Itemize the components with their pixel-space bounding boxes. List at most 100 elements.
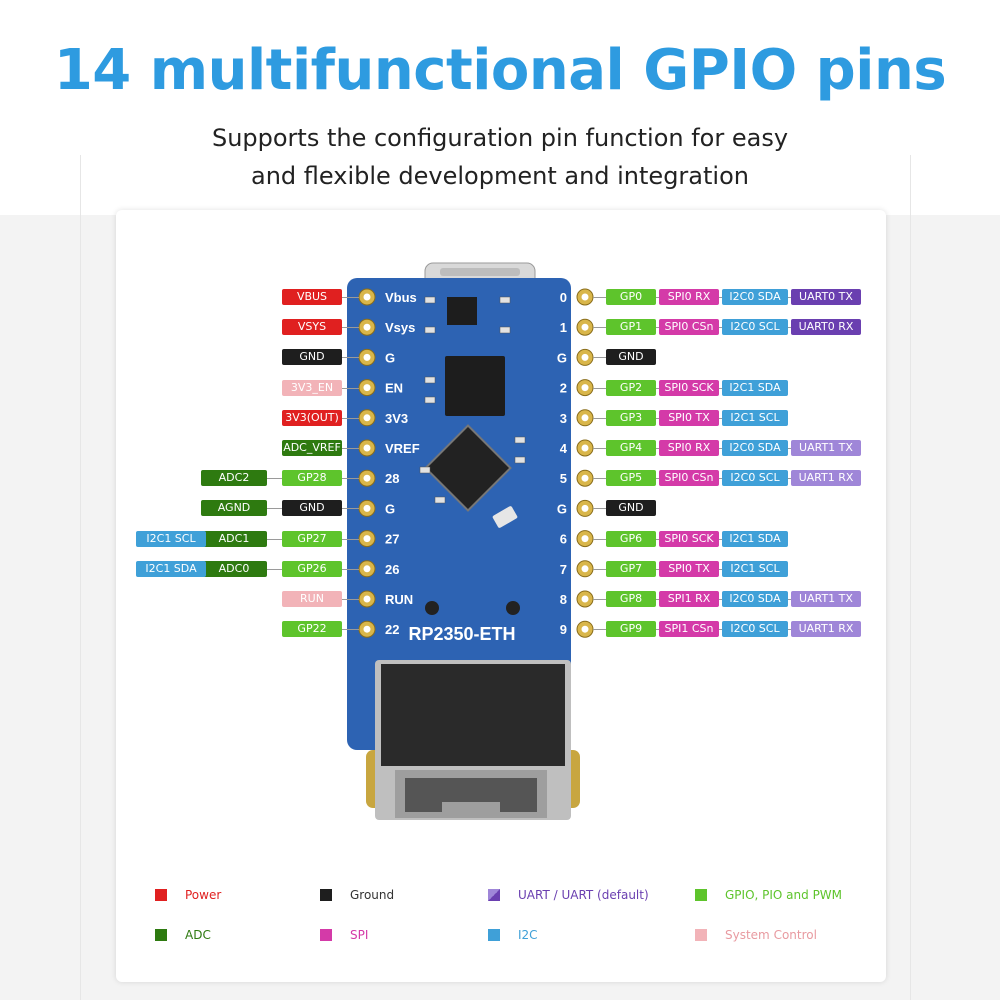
legend-label: Power: [185, 888, 222, 902]
pin-tag-gpio: GP22: [282, 621, 342, 638]
tag-wire-right: [719, 629, 722, 631]
pin-hole: [581, 595, 589, 603]
pin-tag-i2c: I2C0 SCL: [722, 621, 788, 638]
legend-label: System Control: [725, 928, 817, 942]
pin-tag-power: VBUS: [282, 289, 342, 305]
legend-swatch: [488, 929, 500, 941]
pin-tag-spi: SPI0 RX: [659, 289, 719, 305]
pin-wire-left: [342, 599, 359, 600]
pin-tag-adc: AGND: [201, 500, 267, 517]
subtitle-line-2: and flexible development and integration: [251, 162, 749, 190]
pin-hole: [581, 504, 589, 512]
tag-wire-right: [788, 629, 791, 631]
tag-wire-right: [656, 387, 659, 389]
tag-wire-right: [719, 387, 722, 389]
legend-item-spi: SPI: [320, 927, 520, 943]
tag-wire-right: [656, 538, 659, 540]
pin-hole: [581, 414, 589, 422]
pin-tag-i2c: I2C0 SDA: [722, 440, 788, 456]
legend-swatch: [320, 889, 332, 901]
pin-wire-right: [593, 538, 606, 540]
frame-line-left: [80, 155, 81, 1000]
tag-wire-left: [267, 478, 282, 480]
pin-tag-gpio: GP27: [282, 530, 342, 547]
pin-wire-right: [593, 417, 606, 419]
smd-component: [419, 466, 431, 474]
pin-wire-left: [342, 629, 359, 631]
smd-component: [499, 296, 511, 304]
silk-label-right: 9: [560, 622, 567, 637]
pin-hole: [363, 535, 371, 543]
flash-chip: [445, 356, 505, 416]
pin-tag-gpio: GP1: [606, 319, 656, 336]
pin-hole: [363, 504, 371, 512]
pin-tag-power: 3V3(OUT): [282, 409, 342, 426]
pin-tag-uart_default: UART1 RX: [791, 470, 861, 487]
pin-hole: [363, 323, 371, 331]
pin-tag-gpio: GP26: [282, 560, 342, 577]
legend-item-power: Power: [155, 887, 355, 903]
pin-hole: [581, 384, 589, 392]
pin-hole: [363, 474, 371, 482]
pin-tag-spi: SPI0 CSn: [659, 319, 719, 336]
smd-component: [424, 296, 436, 304]
pin-tag-uart_default: UART1 TX: [791, 591, 861, 607]
silk-label-left: EN: [385, 381, 403, 396]
pin-tag-ground: GND: [282, 349, 342, 366]
pin-tag-i2c: I2C1 SCL: [136, 530, 206, 547]
tag-wire-left: [267, 508, 282, 510]
pin-tag-gpio: GP0: [606, 289, 656, 305]
pin-tag-spi: SPI0 TX: [659, 409, 719, 426]
legend-item-adc: ADC: [155, 927, 355, 943]
pin-hole: [363, 565, 371, 573]
pin-wire-left: [342, 387, 359, 389]
pin-tag-system: 3V3_EN: [282, 379, 342, 396]
tag-wire-right: [788, 448, 791, 449]
silk-label-right: 7: [560, 562, 567, 577]
pin-tag-adc: ADC0: [201, 560, 267, 577]
legend-item-system: System Control: [695, 927, 895, 943]
pin-tag-i2c: I2C0 SDA: [722, 289, 788, 305]
pin-hole: [581, 625, 589, 633]
pin-wire-right: [593, 448, 606, 449]
tag-wire-right: [719, 599, 722, 600]
legend-label: SPI: [350, 928, 369, 942]
smd-component: [514, 456, 526, 464]
pin-tag-power: VSYS: [282, 319, 342, 336]
pin-tag-uart: UART0 TX: [791, 289, 861, 305]
pin-wire-left: [342, 538, 359, 540]
pcb-board: [347, 278, 571, 750]
rj45-top-cover: [381, 664, 565, 766]
legend-item-gpio: GPIO, PIO and PWM: [695, 887, 895, 903]
pin-tag-ground: GND: [282, 500, 342, 517]
pin-tag-gpio: GP8: [606, 591, 656, 607]
legend-label: ADC: [185, 928, 211, 942]
tag-wire-right: [788, 297, 791, 298]
pin-hole: [581, 353, 589, 361]
pin-tag-i2c: I2C1 SDA: [722, 379, 788, 396]
silk-label-left: 26: [385, 562, 399, 577]
pin-wire-left: [342, 417, 359, 419]
pin-hole: [363, 414, 371, 422]
pin-hole: [581, 293, 589, 301]
pin-wire-right: [593, 478, 606, 480]
silk-label-right: G: [557, 350, 567, 365]
tag-wire-right: [656, 448, 659, 449]
pin-wire-left: [342, 357, 359, 359]
silk-label-left: 27: [385, 532, 399, 547]
frame-line-right: [910, 155, 911, 1000]
silk-label-right: G: [557, 501, 567, 516]
tag-wire-right: [656, 629, 659, 631]
tag-wire-right: [656, 297, 659, 298]
pin-wire-left: [342, 448, 359, 449]
pin-tag-gpio: GP2: [606, 379, 656, 396]
pin-wire-right: [593, 568, 606, 570]
header-band: [0, 0, 1000, 215]
pin-tag-adc: ADC_VREF: [282, 440, 342, 456]
pin-tag-gpio: GP6: [606, 530, 656, 547]
tag-wire-right: [788, 599, 791, 600]
silk-label-right: 8: [560, 592, 567, 607]
pin-tag-spi: SPI0 TX: [659, 560, 719, 577]
pin-hole: [363, 595, 371, 603]
